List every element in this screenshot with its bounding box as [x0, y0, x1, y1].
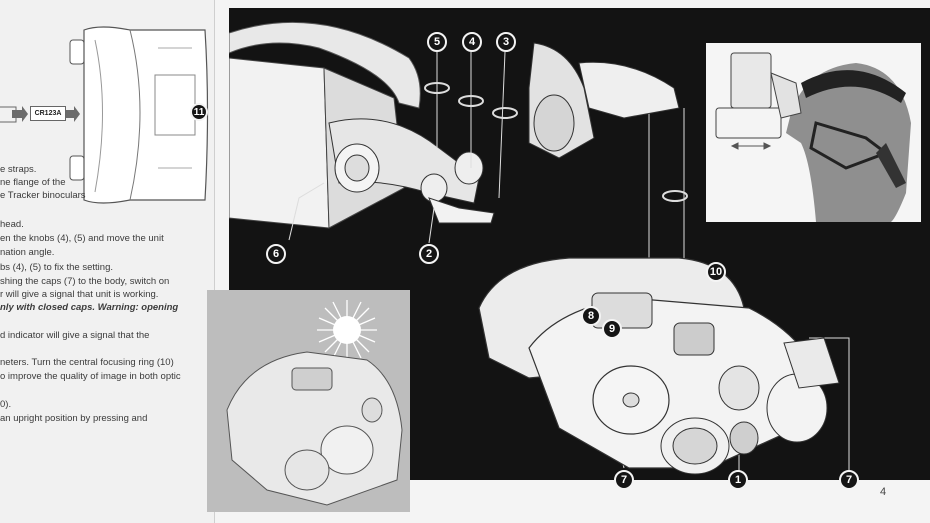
instruction-line: en the knobs (4), (5) and move the unit — [0, 233, 164, 244]
callout-6: 6 — [266, 244, 286, 264]
main-illustration-panel: 5 4 3 6 2 10 8 9 7 1 7 — [229, 8, 930, 490]
callout-3: 3 — [496, 32, 516, 52]
instruction-line: d indicator will give a signal that the — [0, 330, 150, 341]
left-page: CR123A 11 e straps. ne flange of the e T… — [0, 0, 215, 523]
arrow-icon — [66, 106, 80, 122]
binocular-head-mount-illustration — [229, 21, 850, 475]
instruction-line: shing the caps (7) to the body, switch o… — [0, 276, 170, 287]
instruction-line: neters. Turn the central focusing ring (… — [0, 357, 174, 368]
instruction-line: bs (4), (5) to fix the setting. — [0, 262, 113, 273]
page-number: 4 — [880, 486, 887, 498]
callout-10: 10 — [706, 262, 726, 282]
binocular-top-view-illustration — [0, 26, 209, 204]
battery-label: CR123A — [30, 106, 66, 121]
head-mount-inset-illustration — [715, 52, 911, 222]
callout-1: 1 — [728, 470, 748, 490]
instruction-line: r will give a signal that unit is workin… — [0, 289, 159, 300]
head-mount-inset — [706, 43, 921, 222]
callout-7-left: 7 — [614, 470, 634, 490]
callout-8: 8 — [581, 306, 601, 326]
callout-5: 5 — [427, 32, 447, 52]
binocular-photo — [207, 290, 410, 512]
callout-11: 11 — [190, 103, 208, 121]
callout-7-right: 7 — [839, 470, 859, 490]
instruction-line: ne flange of the — [0, 177, 66, 188]
instruction-line-emphasis: nly with closed caps. Warning: opening — [0, 302, 179, 313]
arrow-icon — [12, 106, 28, 122]
instruction-line: e Tracker binoculars — [0, 190, 86, 201]
instruction-line: an upright position by pressing and — [0, 413, 148, 424]
callout-2: 2 — [419, 244, 439, 264]
instruction-line: o improve the quality of image in both o… — [0, 371, 181, 382]
callout-4: 4 — [462, 32, 482, 52]
instruction-line: nation angle. — [0, 247, 55, 258]
binocular-photo-illustration — [226, 300, 403, 506]
instruction-line: head. — [0, 219, 24, 230]
callout-9: 9 — [602, 319, 622, 339]
instruction-line: 0). — [0, 399, 12, 410]
instruction-line: e straps. — [0, 164, 37, 175]
adjust-arrow-icon — [730, 142, 772, 150]
